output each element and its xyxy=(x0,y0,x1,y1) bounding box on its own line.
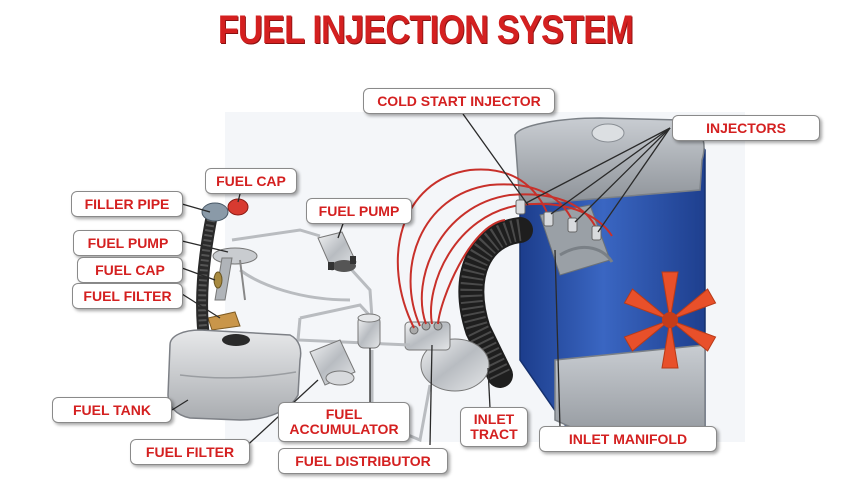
label-inlet-tract-line1: INLET xyxy=(473,411,515,427)
label-fuel-accumulator-line2: ACCUMULATOR xyxy=(289,421,399,437)
leader-lines xyxy=(171,113,671,453)
fuel-accumulator xyxy=(357,313,381,349)
label-inlet-tract-line2: TRACT xyxy=(470,426,518,442)
label-fuel-filter-bottom: FUEL FILTER xyxy=(130,439,250,465)
label-fuel-pump-left: FUEL PUMP xyxy=(73,230,183,256)
fuel-filter xyxy=(309,339,356,386)
injector-fuel-lines xyxy=(396,168,613,329)
in-tank-pump-assembly xyxy=(207,247,258,331)
label-fuel-filter-left: FUEL FILTER xyxy=(72,283,183,309)
label-fuel-cap-top: FUEL CAP xyxy=(205,168,297,194)
label-fuel-tank: FUEL TANK xyxy=(52,397,172,423)
label-fuel-accumulator-line1: FUEL xyxy=(325,406,363,422)
label-filler-pipe: FILLER PIPE xyxy=(71,191,183,217)
label-fuel-distributor: FUEL DISTRIBUTOR xyxy=(278,448,448,474)
label-inlet-manifold: INLET MANIFOLD xyxy=(539,426,717,452)
label-inlet-tract: INLET TRACT xyxy=(460,407,528,447)
fuel-pump xyxy=(317,231,357,272)
label-injectors: INJECTORS xyxy=(672,115,820,141)
label-fuel-accumulator: FUEL ACCUMULATOR xyxy=(278,402,410,442)
label-fuel-pump-center: FUEL PUMP xyxy=(306,198,412,224)
page-title: FUEL INJECTION SYSTEM xyxy=(217,8,634,52)
label-fuel-cap-left: FUEL CAP xyxy=(77,257,183,283)
fuel-cap-icon xyxy=(227,198,249,216)
fan-icon xyxy=(623,271,717,369)
fuel-tank xyxy=(167,329,302,421)
inlet-tract-hose xyxy=(458,217,533,388)
label-cold-start-injector: COLD START INJECTOR xyxy=(363,88,555,114)
fuel-distributor xyxy=(404,321,490,392)
